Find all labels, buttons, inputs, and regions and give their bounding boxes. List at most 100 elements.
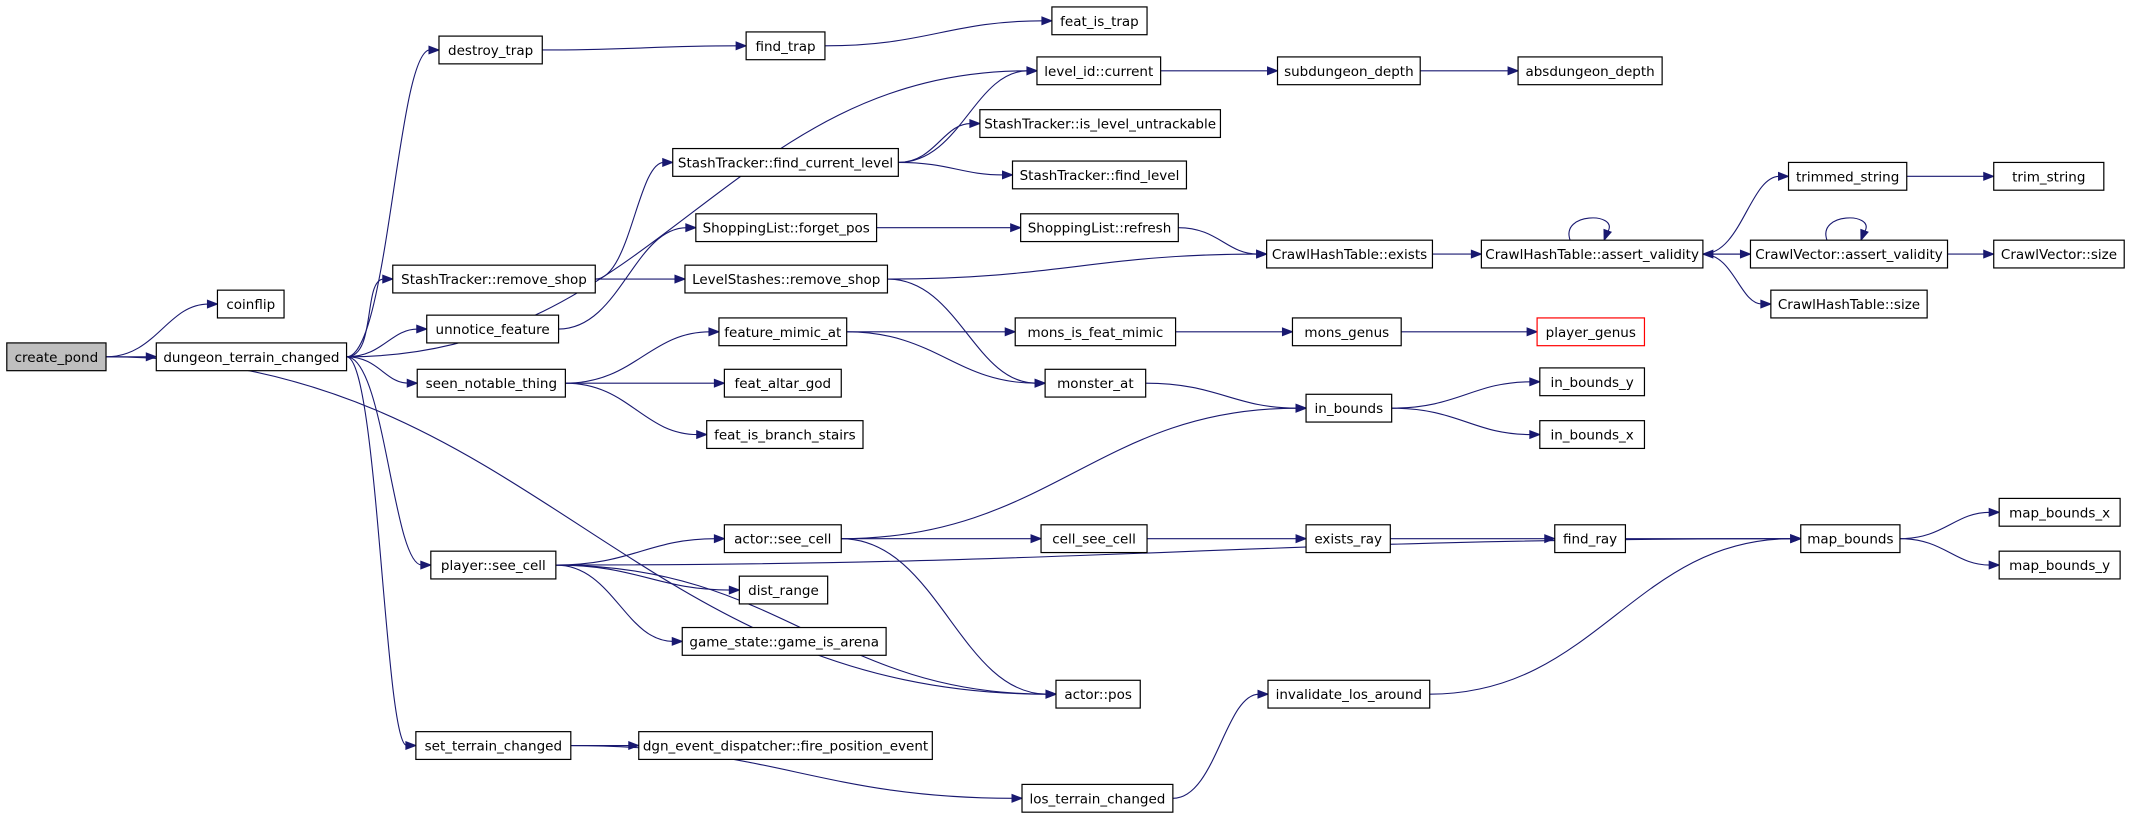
edge-actor-see-cell-to-in-bounds: [841, 407, 1298, 540]
node-box: [1539, 367, 1646, 397]
node-absdungeon-depth[interactable]: absdungeon_depth: [1517, 56, 1663, 86]
node-invalidate-los-around[interactable]: invalidate_los_around: [1267, 679, 1431, 709]
node-player-see-cell[interactable]: player::see_cell: [430, 550, 557, 580]
node-destroy-trap[interactable]: destroy_trap: [438, 35, 543, 65]
node-cell-see-cell[interactable]: cell_see_cell: [1040, 524, 1148, 554]
node-feature-mimic-at[interactable]: feature_mimic_at: [718, 317, 848, 347]
node-mons-is-feat-mimic[interactable]: mons_is_feat_mimic: [1014, 317, 1177, 347]
node-stash-remove-shop[interactable]: StashTracker::remove_shop: [392, 264, 596, 294]
node-mons-genus[interactable]: mons_genus: [1291, 317, 1402, 347]
node-box: [723, 368, 842, 398]
node-coinflip[interactable]: coinflip: [216, 289, 285, 319]
node-label: CrawlHashTable::exists: [1272, 247, 1427, 263]
node-box: [1749, 239, 1949, 269]
edge-crawlhash-assert-validity-to-trimmed-string: [1702, 175, 1780, 255]
node-label: cell_see_cell: [1052, 532, 1136, 548]
node-monster-at[interactable]: monster_at: [1044, 368, 1147, 398]
node-label: ShoppingList::forget_pos: [703, 221, 870, 237]
node-exists-ray[interactable]: exists_ray: [1305, 524, 1391, 554]
node-crawlvector-size[interactable]: CrawlVector::size: [1993, 239, 2125, 269]
node-box: [416, 368, 566, 398]
node-levelstashes-remove-shop[interactable]: LevelStashes::remove_shop: [684, 264, 889, 294]
node-box: [438, 35, 543, 65]
node-in-bounds-y[interactable]: in_bounds_y: [1539, 367, 1646, 397]
edge-seen-notable-thing-to-feature-mimic-at-arrowhead: [708, 327, 721, 337]
edge-crawlvector-assert-validity-to-crawlvector-assert-validity: [1825, 217, 1867, 241]
node-subdungeon-depth[interactable]: subdungeon_depth: [1276, 56, 1421, 86]
node-label: feat_is_trap: [1060, 14, 1139, 30]
node-unnotice-feature[interactable]: unnotice_feature: [426, 314, 560, 344]
edge-crawlvector-assert-validity-to-crawlhash-assert-validity-arrowhead: [1701, 249, 1714, 259]
node-box: [1044, 368, 1147, 398]
node-create-pond[interactable]: create_pond: [6, 342, 107, 372]
node-stash-is-level-untrackable[interactable]: StashTracker::is_level_untrackable: [979, 109, 1222, 139]
edge-actor-see-cell-to-actor-pos-arrowhead: [1045, 689, 1058, 699]
node-feat-is-trap[interactable]: feat_is_trap: [1051, 6, 1148, 36]
edge-seen-notable-thing-to-feature-mimic-at: [565, 331, 710, 384]
node-crawlhash-assert-validity[interactable]: CrawlHashTable::assert_validity: [1480, 239, 1704, 269]
node-label: in_bounds_x: [1550, 428, 1633, 444]
node-fire-position-event[interactable]: dgn_event_dispatcher::fire_position_even…: [638, 731, 933, 761]
node-label: monster_at: [1057, 376, 1133, 392]
node-feat-altar-god[interactable]: feat_altar_god: [723, 368, 842, 398]
node-stash-find-level[interactable]: StashTracker::find_level: [1011, 160, 1188, 190]
node-label: actor::pos: [1064, 687, 1132, 703]
node-stash-find-current-level[interactable]: StashTracker::find_current_level: [672, 147, 899, 177]
edge-player-see-cell-to-dist-range-arrowhead: [728, 585, 741, 595]
edge-los-terrain-changed-to-invalidate-los-around-arrowhead: [1257, 689, 1270, 699]
node-box: [1055, 679, 1141, 709]
node-crawlhash-size[interactable]: CrawlHashTable::size: [1770, 289, 1928, 319]
node-find-ray[interactable]: find_ray: [1554, 524, 1627, 554]
node-los-terrain-changed[interactable]: los_terrain_changed: [1021, 783, 1174, 813]
edge-stash-find-current-level-to-level-id-current-arrowhead: [1026, 66, 1039, 76]
node-dungeon-terrain-changed[interactable]: dungeon_terrain_changed: [155, 342, 348, 372]
node-box: [672, 147, 899, 177]
node-box: [1305, 524, 1391, 554]
node-in-bounds[interactable]: in_bounds: [1305, 393, 1393, 423]
edge-crawlhash-assert-validity-to-crawlhash-size-arrowhead: [1760, 299, 1773, 309]
node-actor-pos[interactable]: actor::pos: [1055, 679, 1141, 709]
node-game-is-arena[interactable]: game_state::game_is_arena: [681, 626, 887, 656]
node-label: trimmed_string: [1796, 169, 1899, 185]
node-box: [1554, 524, 1627, 554]
node-shoppinglist-refresh[interactable]: ShoppingList::refresh: [1020, 213, 1179, 243]
edge-dungeon-terrain-changed-to-seen-notable-thing: [346, 356, 409, 384]
edge-crawlvector-assert-validity-to-crawlvector-assert-validity-arrowhead: [1860, 228, 1869, 242]
node-box: [430, 550, 557, 580]
node-dist-range[interactable]: dist_range: [738, 575, 829, 605]
edge-dungeon-terrain-changed-to-unnotice-feature-arrowhead: [416, 324, 429, 334]
edge-invalidate-los-around-to-map-bounds-arrowhead: [1790, 534, 1803, 544]
node-label: map_bounds_y: [2009, 558, 2110, 574]
edge-dungeon-terrain-changed-to-destroy-trap-arrowhead: [428, 45, 441, 55]
node-map-bounds-x[interactable]: map_bounds_x: [1998, 497, 2121, 527]
node-box: [1266, 239, 1434, 269]
node-map-bounds-y[interactable]: map_bounds_y: [1998, 550, 2121, 580]
node-label: destroy_trap: [448, 43, 533, 59]
edge-player-see-cell-to-actor-see-cell-arrowhead: [713, 534, 726, 544]
edge-unnotice-feature-to-shoppinglist-forget-pos: [558, 227, 687, 330]
node-label: subdungeon_depth: [1284, 64, 1414, 80]
node-box: [1800, 524, 1901, 554]
edge-player-see-cell-to-game-is-arena: [555, 564, 674, 642]
node-box: [415, 731, 572, 761]
node-in-bounds-x[interactable]: in_bounds_x: [1539, 420, 1646, 450]
node-feat-is-branch-stairs[interactable]: feat_is_branch_stairs: [706, 420, 864, 450]
edge-stash-find-current-level-to-level-id-current: [898, 70, 1028, 163]
node-crawlhash-exists[interactable]: CrawlHashTable::exists: [1266, 239, 1434, 269]
node-crawlvector-assert-validity[interactable]: CrawlVector::assert_validity: [1749, 239, 1949, 269]
node-shoppinglist-forget-pos[interactable]: ShoppingList::forget_pos: [695, 213, 878, 243]
node-actor-see-cell[interactable]: actor::see_cell: [723, 524, 842, 554]
node-label: unnotice_feature: [436, 322, 550, 338]
node-seen-notable-thing[interactable]: seen_notable_thing: [416, 368, 566, 398]
node-trimmed-string[interactable]: trimmed_string: [1787, 161, 1908, 191]
node-label: dungeon_terrain_changed: [163, 350, 339, 366]
node-level-id-current[interactable]: level_id::current: [1036, 56, 1162, 86]
node-player-genus[interactable]: player_genus: [1536, 317, 1646, 347]
node-set-terrain-changed[interactable]: set_terrain_changed: [415, 731, 572, 761]
node-trim-string[interactable]: trim_string: [1993, 161, 2105, 191]
node-map-bounds[interactable]: map_bounds: [1800, 524, 1901, 554]
edge-find-trap-to-feat-is-trap: [824, 20, 1043, 47]
node-label: trim_string: [2012, 169, 2085, 185]
edge-crawlhash-assert-validity-to-crawlhash-assert-validity-arrowhead: [1603, 228, 1612, 242]
node-find-trap[interactable]: find_trap: [745, 31, 826, 61]
